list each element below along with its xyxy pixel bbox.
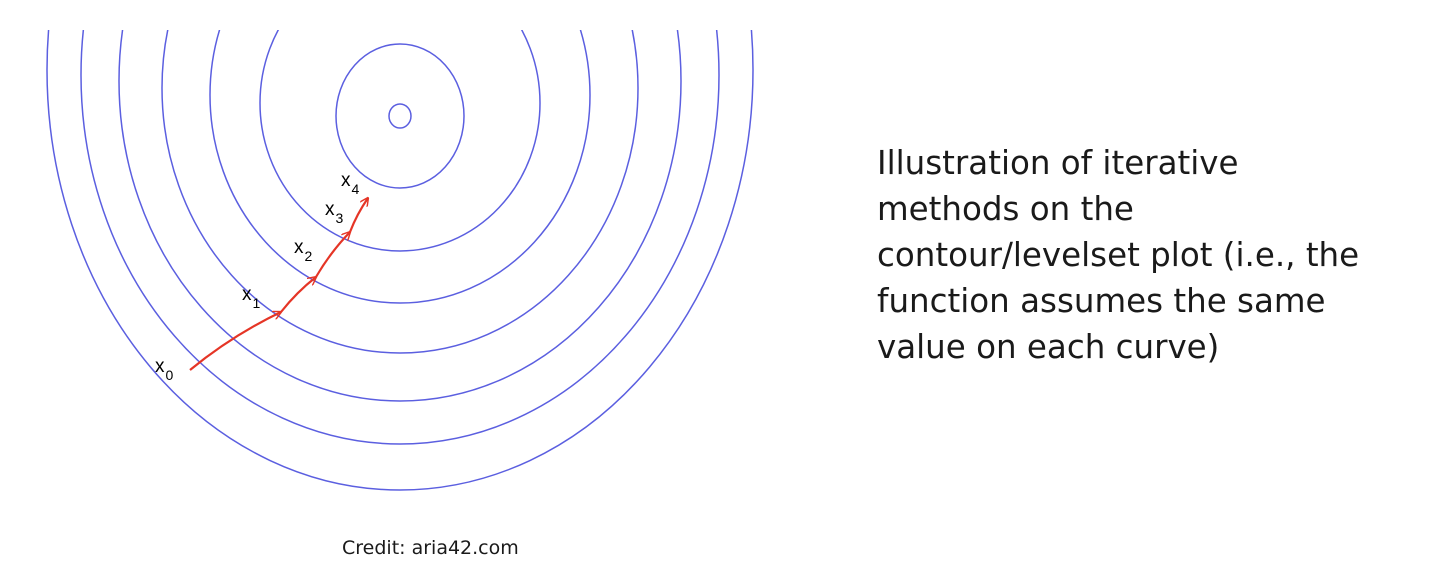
iteration-step-arrow [315, 232, 350, 278]
contour-line [46, 30, 754, 491]
contour-line [118, 30, 682, 402]
iterate-label-x0: x0 [155, 356, 174, 383]
contour-line [209, 30, 591, 304]
caption-line: function assumes the same [877, 282, 1326, 320]
contour-line [80, 30, 720, 445]
caption-line: methods on the [877, 190, 1134, 228]
contour-line [161, 30, 639, 354]
iterate-label-x3: x3 [325, 199, 344, 226]
contour-line [259, 30, 541, 252]
iterate-label-x4: x4 [341, 170, 360, 197]
iterate-label-x1: x1 [242, 284, 261, 311]
caption-line: contour/levelset plot (i.e., the [877, 236, 1360, 274]
iteration-step-arrow [280, 277, 316, 313]
iteration-path [189, 198, 368, 371]
minimum-contour [388, 103, 412, 129]
iterate-label-x2: x2 [294, 237, 313, 264]
contour-lines [46, 30, 754, 491]
contour-line [335, 43, 465, 189]
caption-line: value on each curve) [877, 328, 1220, 366]
caption: Illustration of iterative methods on the… [877, 140, 1397, 370]
credit-text: Credit: aria42.com [342, 537, 519, 559]
caption-line: Illustration of iterative [877, 144, 1239, 182]
iteration-step-arrow [348, 198, 368, 233]
iteration-step-arrow [189, 312, 281, 371]
